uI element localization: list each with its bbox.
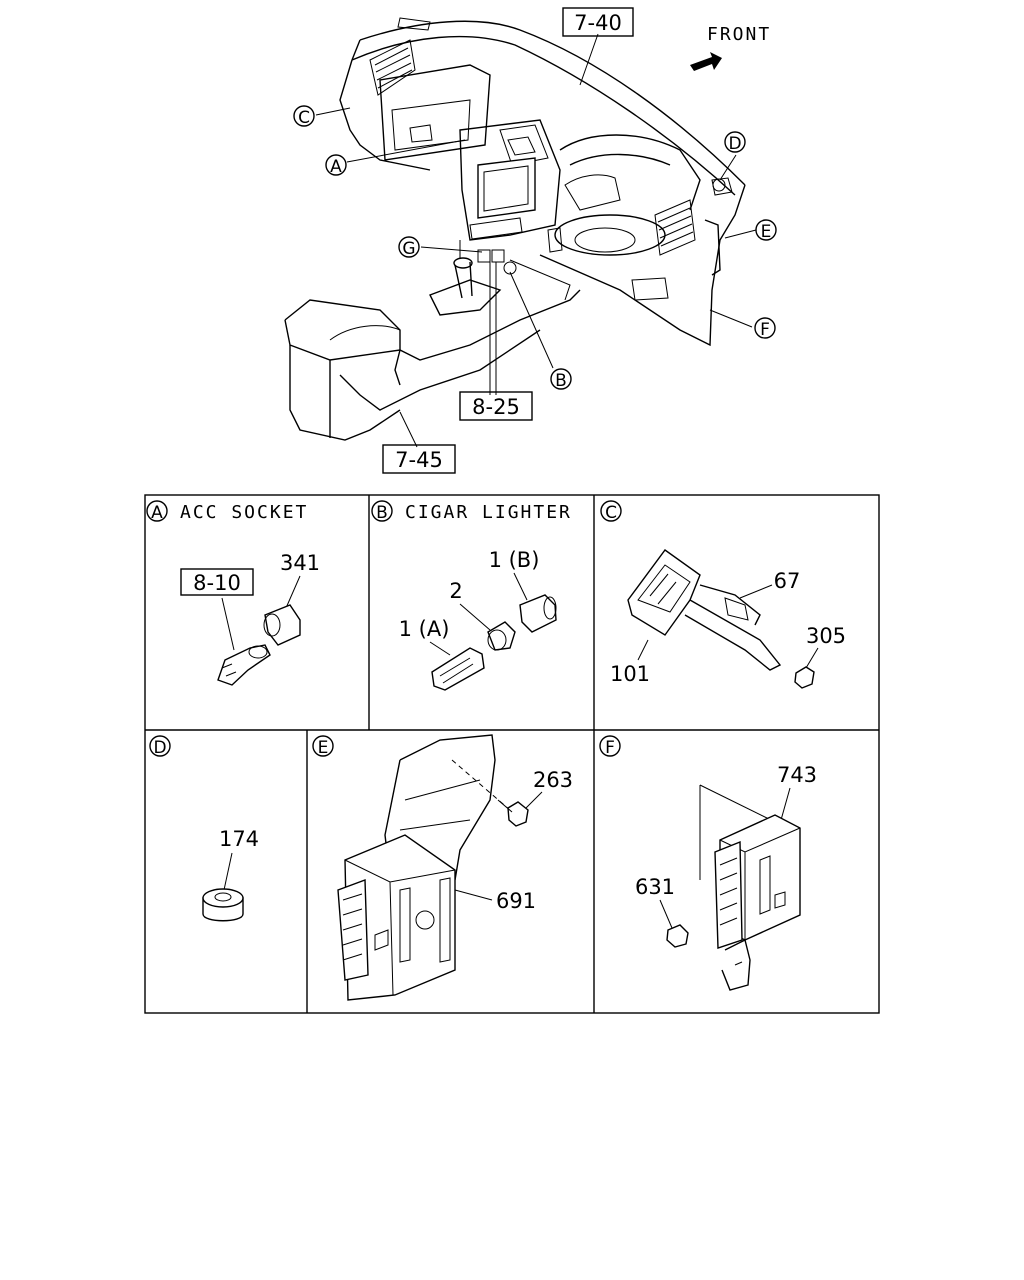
part-1a: 1 (A) bbox=[399, 617, 450, 641]
detail-grid bbox=[144, 494, 880, 1014]
panel-cigar-lighter: B CIGAR LIGHTER 1 (B) 2 1 (A) bbox=[371, 500, 572, 691]
part-101: 101 bbox=[610, 662, 650, 686]
panel-f: F 743 631 bbox=[599, 735, 817, 991]
callout-c: C bbox=[293, 105, 315, 128]
panel-b-title: CIGAR LIGHTER bbox=[405, 502, 572, 523]
svg-text:A: A bbox=[330, 157, 342, 177]
part-691: 691 bbox=[496, 889, 536, 913]
grommet-icon bbox=[202, 888, 244, 922]
panel-d: D 174 bbox=[149, 735, 259, 922]
front-indicator: FRONT bbox=[690, 24, 771, 71]
ref-box-7-45: 7-45 bbox=[382, 444, 456, 474]
acc-socket-icon bbox=[217, 604, 301, 686]
control-module-e-icon bbox=[337, 734, 529, 1001]
svg-text:C: C bbox=[605, 503, 617, 523]
panel-acc-socket: A ACC SOCKET 8-10 341 bbox=[146, 500, 320, 686]
bracket-module-icon bbox=[627, 549, 815, 689]
svg-text:E: E bbox=[761, 222, 772, 242]
svg-text:F: F bbox=[605, 738, 615, 758]
cigar-lighter-icon bbox=[431, 594, 557, 691]
dashboard-illustration bbox=[284, 17, 746, 441]
svg-text:D: D bbox=[153, 738, 166, 758]
part-1b: 1 (B) bbox=[489, 548, 540, 572]
svg-text:E: E bbox=[318, 738, 329, 758]
part-341: 341 bbox=[280, 551, 320, 575]
svg-text:7-40: 7-40 bbox=[574, 11, 622, 35]
svg-text:F: F bbox=[760, 320, 770, 340]
part-2: 2 bbox=[449, 579, 462, 603]
callout-b: B bbox=[550, 368, 572, 391]
callout-g: G bbox=[398, 236, 420, 259]
part-631: 631 bbox=[635, 875, 675, 899]
ref-box-8-25: 8-25 bbox=[459, 391, 533, 421]
panel-c: C 67 305 101 bbox=[600, 500, 846, 689]
svg-text:7-45: 7-45 bbox=[395, 448, 443, 472]
callout-f: F bbox=[754, 317, 776, 340]
panel-e: E 263 691 bbox=[312, 734, 573, 1001]
svg-text:B: B bbox=[555, 371, 567, 391]
overview-leaders bbox=[315, 33, 757, 448]
svg-text:G: G bbox=[402, 239, 415, 259]
svg-text:C: C bbox=[298, 108, 310, 128]
part-743: 743 bbox=[777, 763, 817, 787]
front-arrow-icon bbox=[690, 52, 722, 71]
part-305: 305 bbox=[806, 624, 846, 648]
control-module-f-icon bbox=[666, 814, 801, 991]
part-67: 67 bbox=[774, 569, 801, 593]
callout-e: E bbox=[755, 219, 777, 242]
svg-text:B: B bbox=[376, 503, 388, 523]
panel-a-title: ACC SOCKET bbox=[180, 502, 308, 523]
part-263: 263 bbox=[533, 768, 573, 792]
callout-d: D bbox=[724, 131, 746, 154]
ref-box-7-40: 7-40 bbox=[562, 7, 634, 37]
ref-8-10: 8-10 bbox=[193, 571, 241, 595]
front-label: FRONT bbox=[707, 24, 771, 45]
part-174: 174 bbox=[219, 827, 259, 851]
callout-a: A bbox=[325, 154, 347, 177]
svg-text:A: A bbox=[151, 503, 163, 523]
svg-text:D: D bbox=[728, 134, 741, 154]
svg-text:8-25: 8-25 bbox=[472, 395, 520, 419]
